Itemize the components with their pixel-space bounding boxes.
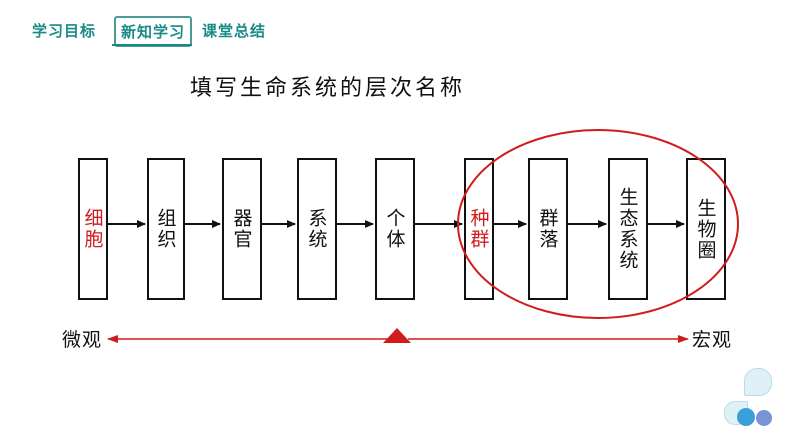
level-box-tissue: 组织 [147,158,185,300]
tab-learning-goals[interactable]: 学习目标 [32,22,97,40]
decor-circle [756,410,772,426]
scale-triangle [383,328,411,343]
level-box-community: 群落 [528,158,568,300]
level-box-organ: 器官 [222,158,262,300]
active-tab-underline [112,44,192,46]
slide-title: 填写生命系统的层次名称 [190,76,466,101]
level-label: 系统 [305,208,328,250]
tab-new-knowledge[interactable]: 新知学习 [114,16,193,47]
level-label: 生态系统 [616,187,639,271]
level-label: 细胞 [81,208,104,250]
micro-label: 微观 [62,329,103,351]
level-box-biosphere: 生物圈 [686,158,726,300]
top-nav: 学习目标 新知学习 课堂总结 [0,14,794,47]
highlight-ellipse [457,129,739,319]
decor-circle [737,408,755,426]
tab-class-summary[interactable]: 课堂总结 [202,22,267,40]
decor-leaf-shape [744,368,772,396]
level-label: 种群 [467,208,490,250]
macro-label: 宏观 [692,329,733,351]
level-label: 组织 [154,208,177,250]
level-box-individual: 个体 [375,158,415,300]
level-label: 群落 [536,208,559,250]
level-label: 器官 [230,208,253,250]
level-box-system: 系统 [297,158,337,300]
level-label: 个体 [383,208,406,250]
level-box-ecosystem: 生态系统 [608,158,648,300]
level-box-population: 种群 [464,158,494,300]
level-box-cell: 细胞 [78,158,108,300]
level-label: 生物圈 [694,197,717,261]
